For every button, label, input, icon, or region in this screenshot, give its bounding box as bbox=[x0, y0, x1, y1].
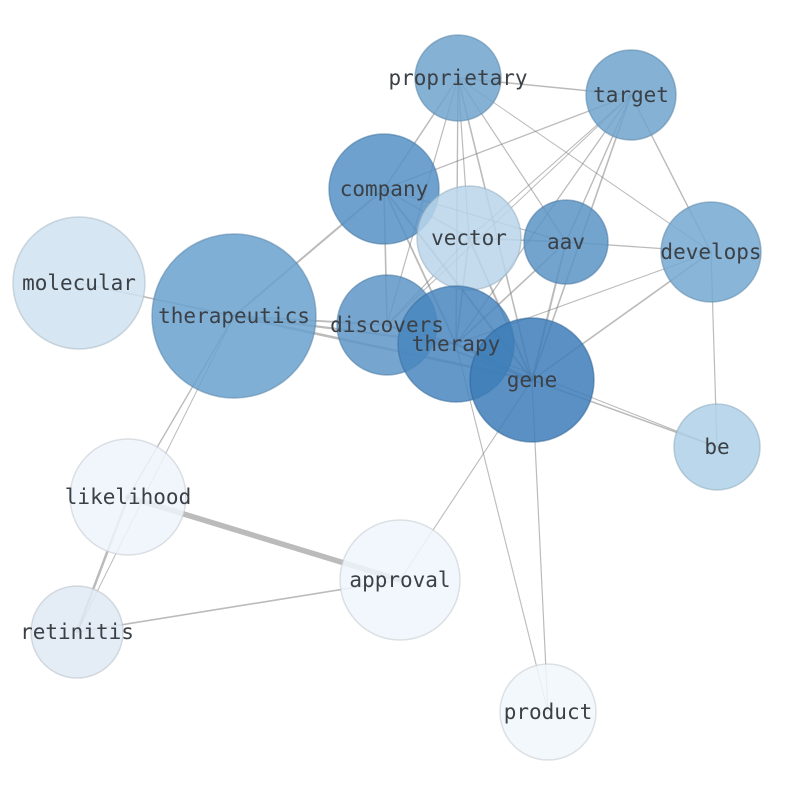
node-develops bbox=[660, 201, 762, 303]
node-likelihood bbox=[69, 438, 187, 556]
edge-therapy-product bbox=[455, 343, 549, 713]
edge-proprietary-develops bbox=[457, 77, 712, 253]
node-molecular bbox=[12, 216, 146, 350]
node-target bbox=[585, 49, 677, 141]
node-vector bbox=[416, 185, 522, 291]
node-therapeutics bbox=[151, 233, 317, 399]
node-retinitis bbox=[30, 585, 124, 679]
node-proprietary bbox=[414, 34, 502, 122]
node-product bbox=[499, 663, 597, 761]
node-gene bbox=[469, 317, 595, 443]
node-company bbox=[328, 133, 440, 245]
node-approval bbox=[339, 519, 461, 641]
node-aav bbox=[523, 199, 609, 285]
node-be bbox=[673, 403, 761, 491]
nodes-layer bbox=[12, 34, 762, 761]
